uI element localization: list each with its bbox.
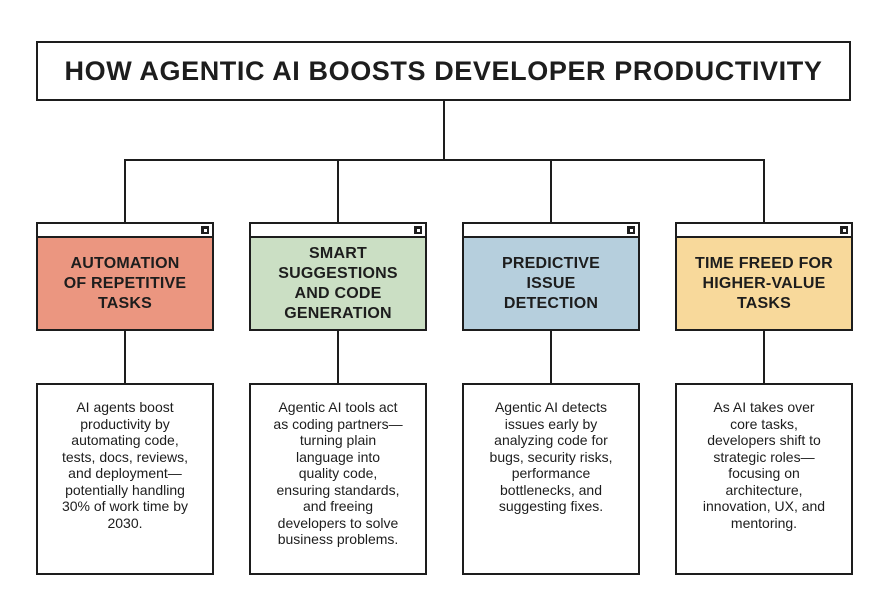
connector-line — [124, 329, 126, 384]
topic-card-title: AUTOMATION OF REPETITIVE TASKS — [63, 254, 187, 312]
description-text: Agentic AI detects issues early by analy… — [489, 399, 613, 515]
window-titlebar — [38, 224, 212, 238]
topic-card-body: SMART SUGGESTIONS AND CODE GENERATION — [251, 238, 425, 329]
topic-card-title: SMART SUGGESTIONS AND CODE GENERATION — [278, 244, 398, 322]
topic-card-body: TIME FREED FOR HIGHER-VALUE TASKS — [677, 238, 851, 329]
window-button-dot — [842, 228, 846, 232]
topic-card-body: PREDICTIVE ISSUE DETECTION — [464, 238, 638, 329]
connector-line — [763, 329, 765, 384]
description-box: As AI takes over core tasks, developers … — [675, 383, 853, 575]
topic-card-body: AUTOMATION OF REPETITIVE TASKS — [38, 238, 212, 329]
window-button-icon — [840, 226, 848, 234]
topic-card-title: PREDICTIVE ISSUE DETECTION — [501, 254, 600, 312]
connector-line — [124, 159, 765, 161]
window-button-dot — [203, 228, 207, 232]
window-titlebar — [251, 224, 425, 238]
connector-line — [550, 160, 552, 223]
topic-card-detection: PREDICTIVE ISSUE DETECTION — [462, 222, 640, 331]
description-text: AI agents boost productivity by automati… — [61, 399, 189, 531]
description-text: Agentic AI tools act as coding partners—… — [273, 399, 403, 548]
description-box: Agentic AI detects issues early by analy… — [462, 383, 640, 575]
topic-card-time-freed: TIME FREED FOR HIGHER-VALUE TASKS — [675, 222, 853, 331]
connector-line — [763, 160, 765, 223]
description-text: As AI takes over core tasks, developers … — [702, 399, 826, 531]
connector-line — [443, 100, 445, 160]
connector-line — [337, 329, 339, 384]
description-box: AI agents boost productivity by automati… — [36, 383, 214, 575]
topic-card-automation: AUTOMATION OF REPETITIVE TASKS — [36, 222, 214, 331]
window-button-dot — [629, 228, 633, 232]
window-titlebar — [677, 224, 851, 238]
window-titlebar — [464, 224, 638, 238]
connector-line — [337, 160, 339, 223]
connector-line — [550, 329, 552, 384]
window-button-icon — [627, 226, 635, 234]
page-title: HOW AGENTIC AI BOOSTS DEVELOPER PRODUCTI… — [64, 55, 823, 86]
title-banner: HOW AGENTIC AI BOOSTS DEVELOPER PRODUCTI… — [36, 41, 851, 101]
connector-line — [124, 160, 126, 223]
topic-card-title: TIME FREED FOR HIGHER-VALUE TASKS — [695, 254, 833, 312]
window-button-icon — [414, 226, 422, 234]
window-button-dot — [416, 228, 420, 232]
topic-card-suggestions: SMART SUGGESTIONS AND CODE GENERATION — [249, 222, 427, 331]
window-button-icon — [201, 226, 209, 234]
description-box: Agentic AI tools act as coding partners—… — [249, 383, 427, 575]
